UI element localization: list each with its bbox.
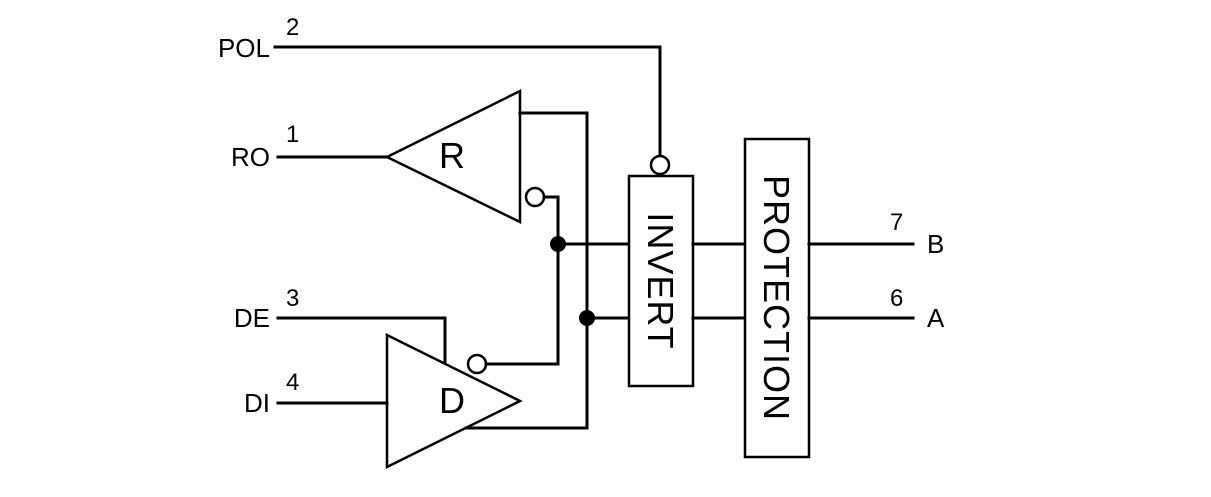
a-label: A <box>927 303 945 333</box>
driver-triangle <box>385 332 523 470</box>
de-label: DE <box>234 303 270 333</box>
invert-block <box>627 174 695 388</box>
de-pin: 3 <box>286 285 299 312</box>
receiver-inv-bubble <box>524 186 546 208</box>
receiver-inv-wire <box>542 195 560 366</box>
driver-inv-bubble <box>466 353 488 375</box>
protection-label: PROTECTION <box>756 175 797 421</box>
pol-pin: 2 <box>286 14 299 41</box>
b-label: B <box>927 229 944 259</box>
receiver-noninv-wire <box>518 111 589 430</box>
ro-pin: 1 <box>286 121 299 148</box>
receiver-label: R <box>439 135 465 176</box>
pol-label: POL <box>218 33 270 63</box>
driver-label: D <box>439 380 465 421</box>
junction-b <box>550 236 566 252</box>
de-wire <box>276 316 447 364</box>
receiver-triangle <box>384 88 522 225</box>
invert-label: INVERT <box>640 212 681 349</box>
junction-a <box>579 310 595 326</box>
pol-wire <box>273 45 662 157</box>
invert-pol-bubble <box>649 154 671 176</box>
ro-label: RO <box>231 142 270 172</box>
a-pin: 6 <box>890 285 903 312</box>
protection-block <box>743 137 811 459</box>
di-pin: 4 <box>286 369 299 396</box>
di-label: DI <box>244 388 270 418</box>
b-pin: 7 <box>890 209 903 236</box>
